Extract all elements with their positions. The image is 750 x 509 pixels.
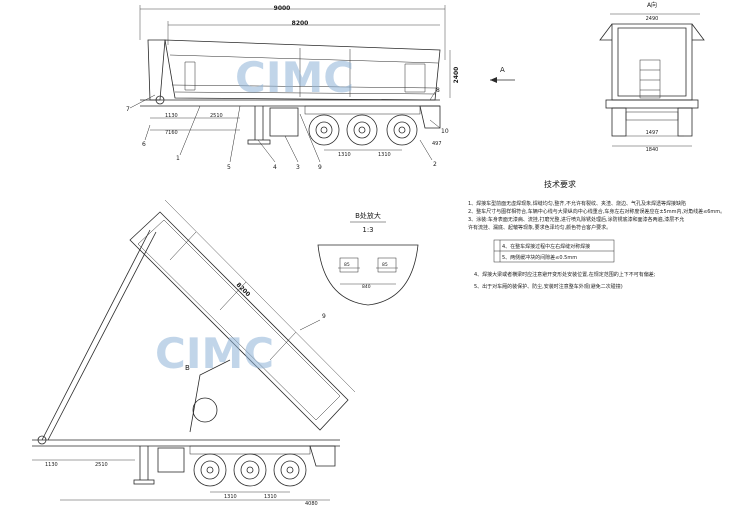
front-board — [147, 39, 166, 101]
a-view-wheel: 1840 — [646, 147, 659, 153]
b-detail-outline — [317, 244, 419, 306]
b-detail-title: B处放大 — [355, 211, 381, 220]
b-detail: B处放大 1:3 85 85 840 — [317, 211, 419, 306]
view-arrow-label: A — [500, 66, 505, 74]
svg-text:2: 2 — [433, 161, 437, 168]
kingpin — [155, 95, 165, 105]
rear-wheel-right — [677, 107, 693, 137]
side-dim-axle-2: 1310 — [264, 494, 277, 500]
rear-wheel-left — [611, 107, 627, 137]
tech-line-2: 2、整车尺寸与图样相符合,车辆中心线与大梁纵向中心线重合,车身左右对称度误差应在… — [468, 208, 725, 215]
tech-table-row-2: 5、两侧缓冲块的间隙差≤0.5mm — [502, 254, 577, 261]
side-dim-total: 4080 — [305, 501, 318, 507]
svg-text:9: 9 — [318, 164, 322, 171]
tipped-body — [129, 211, 349, 431]
b-detail-scale: 1:3 — [362, 226, 373, 234]
dim-support: 2510 — [210, 113, 223, 119]
svg-text:3: 3 — [296, 164, 300, 171]
toolbox — [269, 107, 299, 137]
b-dim-c: 840 — [362, 284, 371, 290]
svg-text:7: 7 — [126, 106, 130, 113]
dim-height: 2400 — [453, 67, 460, 84]
svg-text:10: 10 — [441, 128, 449, 135]
part-callouts: 7 6 1 5 4 3 9 8 10 2 — [126, 87, 449, 171]
tech-line-1: 1、焊接车型前面无虚焊现象,焊缝均匀,整齐,不允许有裂纹、夹渣、烧边、气孔及未焊… — [468, 200, 686, 207]
svg-text:4: 4 — [273, 164, 277, 171]
dim-kingpin: 7160 — [165, 130, 178, 136]
side-dim-front: 1130 — [45, 462, 58, 468]
lower-wheels — [193, 453, 307, 487]
dim-rear: 497 — [432, 141, 442, 147]
svg-text:5: 5 — [227, 164, 231, 171]
side-part-9: 9 — [322, 313, 326, 320]
tech-title: 技术要求 — [544, 179, 576, 189]
watermark-lower: CIMC — [155, 329, 274, 378]
b-dim-a: 85 — [344, 262, 350, 268]
top-wheels — [308, 114, 418, 146]
tipped-side-view: 8200 9 CIMC B 1130 2510 1310 — [32, 199, 356, 507]
a-view: A向 2490 1497 1840 — [599, 1, 705, 153]
side-dim-support: 2510 — [95, 462, 108, 468]
b-dim-b: 85 — [382, 262, 388, 268]
tech-line-6: 5、出于对车厢的装保护、防尘,安装时注意整车外观(避免二次碰撞) — [474, 283, 623, 290]
dim-body-length: 8200 — [292, 20, 309, 27]
rear-bumper — [419, 105, 441, 129]
a-view-track: 1497 — [646, 130, 659, 136]
svg-text:8: 8 — [436, 87, 440, 94]
dim-overall-length: 9000 — [274, 5, 291, 12]
side-dim-length: 8200 — [235, 281, 252, 298]
dim-front: 1130 — [165, 113, 178, 119]
top-side-view: 9000 8200 2400 — [126, 5, 515, 171]
dim-axle-1: 1310 — [338, 152, 351, 158]
tech-line-4: 许有流挂、漏底、起皱等现象,要求色泽均匀,颜色符合客户要求。 — [468, 224, 611, 231]
label-b: B — [185, 364, 190, 372]
hydraulic-cylinder — [41, 229, 151, 441]
tech-table-row-1: 4、在整车焊接过程中左右焊缝对称焊接 — [502, 243, 590, 250]
tech-requirements: 技术要求 1、焊接车型前面无虚焊现象,焊缝均匀,整齐,不允许有裂纹、夹渣、烧边、… — [468, 179, 725, 290]
dim-axle-2: 1310 — [378, 152, 391, 158]
rear-box — [611, 23, 693, 101]
side-dim-axle-1: 1310 — [224, 494, 237, 500]
svg-text:6: 6 — [142, 141, 146, 148]
a-view-title: A向 — [647, 1, 657, 9]
a-view-width: 2490 — [646, 16, 659, 22]
watermark-top: CIMC — [235, 53, 354, 102]
svg-text:1: 1 — [176, 155, 180, 162]
tech-line-5: 4、焊接大梁或者横梁时应注意避开变形处安装位置,在规定范围的上下不可有偏差; — [474, 271, 656, 278]
tech-line-3: 3、涂装:车身表面无漆病、流挂,打磨光整,进行喷丸除锈处理后,涂防锈底漆和面漆各… — [468, 216, 684, 223]
